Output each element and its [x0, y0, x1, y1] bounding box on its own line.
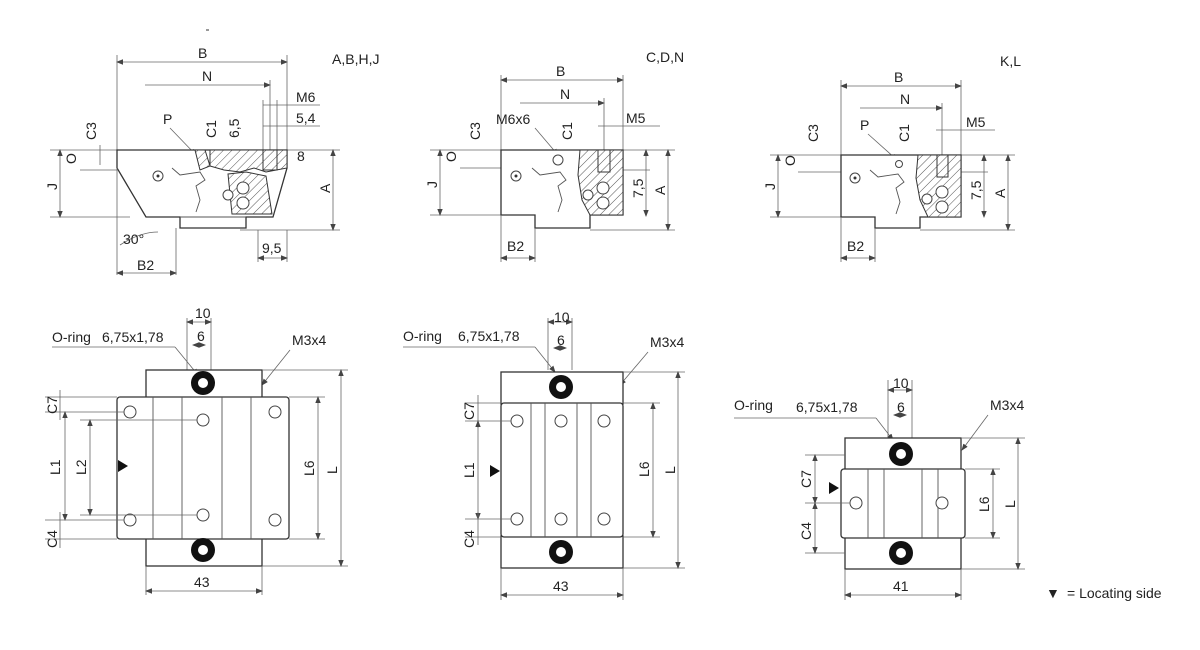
bottom-view-1: O-ring 6,75x1,78 10 6 M3x4 C7 — [44, 305, 348, 595]
variant-label: K,L — [1000, 53, 1021, 69]
dim-C3: C3 — [467, 122, 483, 140]
screw-label: M3x4 — [292, 332, 326, 348]
dim-N: N — [900, 91, 910, 107]
oring-label: O-ring — [403, 328, 442, 344]
dim-C3: C3 — [83, 122, 99, 140]
legend: ▼ = Locating side — [1046, 585, 1162, 601]
dim-7-5: 7,5 — [968, 180, 984, 200]
bottom-view-3: O-ring 6,75x1,78 10 6 M3x4 C7 C4 — [734, 375, 1025, 600]
dim-L: L — [662, 466, 678, 474]
thread-label: M5 — [966, 114, 986, 130]
dim-B2: B2 — [137, 257, 154, 273]
label-M6x6: M6x6 — [496, 111, 530, 127]
dim-C7: C7 — [461, 402, 477, 420]
thread-label: M6 — [296, 89, 316, 105]
dim-O: O — [443, 151, 459, 162]
dim-6: 6 — [557, 332, 565, 348]
oring-size: 6,75x1,78 — [458, 328, 520, 344]
dim-C4: C4 — [461, 530, 477, 548]
top-view-3: K,L B N M5 P C1 C3 O J A 7,5 — [762, 53, 1021, 262]
angle-30: 30° — [123, 231, 144, 247]
variant-label: C,D,N — [646, 49, 684, 65]
dim-8: 8 — [297, 148, 305, 164]
label-P: P — [860, 117, 869, 133]
dim-B: B — [556, 63, 565, 79]
dim-C1: C1 — [896, 124, 912, 142]
label-P: P — [163, 111, 172, 127]
dim-J: J — [762, 183, 778, 190]
dim-O: O — [63, 153, 79, 164]
dim-B2: B2 — [847, 238, 864, 254]
screw-label: M3x4 — [990, 397, 1024, 413]
dim-L: L — [1002, 500, 1018, 508]
dim-A: A — [992, 188, 1008, 198]
dim-L2: L2 — [73, 459, 89, 475]
dim-L6: L6 — [976, 496, 992, 512]
dim-C7: C7 — [798, 470, 814, 488]
oring-label: O-ring — [734, 397, 773, 413]
dim-B2: B2 — [507, 238, 524, 254]
dim-L6: L6 — [301, 460, 317, 476]
dim-C3: C3 — [805, 124, 821, 142]
dim-L1: L1 — [47, 459, 63, 475]
oring-label: O-ring — [52, 329, 91, 345]
dim-6: 6 — [197, 328, 205, 344]
dim-J: J — [424, 181, 440, 188]
legend-text: = Locating side — [1067, 585, 1162, 601]
dim-N: N — [560, 86, 570, 102]
dim-L: L — [324, 466, 340, 474]
top-view-2: C,D,N B N M5 M6x6 C1 C3 O J A 7,5 — [424, 49, 684, 262]
dim-C1: C1 — [203, 120, 219, 138]
dim-6-5: 6,5 — [226, 118, 242, 138]
dim-J: J — [44, 183, 60, 190]
dim-N: N — [202, 68, 212, 84]
dim-10: 10 — [893, 375, 909, 391]
oring-size: 6,75x1,78 — [102, 329, 164, 345]
dim-9-5: 9,5 — [262, 240, 282, 256]
dim-C1: C1 — [559, 122, 575, 140]
dim-C7: C7 — [44, 396, 60, 414]
dim-C4: C4 — [44, 530, 60, 548]
dim-A: A — [652, 185, 668, 195]
dim-A: A — [317, 183, 333, 193]
thread-depth-label: 5,4 — [296, 110, 316, 126]
thread-label: M5 — [626, 110, 646, 126]
dim-O: O — [782, 155, 798, 166]
dim-10: 10 — [195, 305, 211, 321]
dim-B: B — [894, 69, 903, 85]
variant-label: A,B,H,J — [332, 51, 379, 67]
dim-width: 43 — [194, 574, 210, 590]
dim-width: 43 — [553, 578, 569, 594]
bottom-view-2: O-ring 6,75x1,78 10 6 M3x4 C7 L — [403, 309, 685, 600]
oring-size: 6,75x1,78 — [796, 399, 858, 415]
dim-C4: C4 — [798, 522, 814, 540]
locating-side-icon: ▼ — [1046, 585, 1060, 601]
dim-B: B — [198, 45, 207, 61]
dim-6: 6 — [897, 399, 905, 415]
dim-L1: L1 — [461, 462, 477, 478]
dim-width: 41 — [893, 578, 909, 594]
dim-L6: L6 — [636, 461, 652, 477]
dim-10: 10 — [554, 309, 570, 325]
screw-label: M3x4 — [650, 334, 684, 350]
top-view-1: A,B,H,J B N M6 5,4 C3 P C1 6,5 8 O J — [44, 45, 379, 276]
dim-7-5: 7,5 — [630, 178, 646, 198]
